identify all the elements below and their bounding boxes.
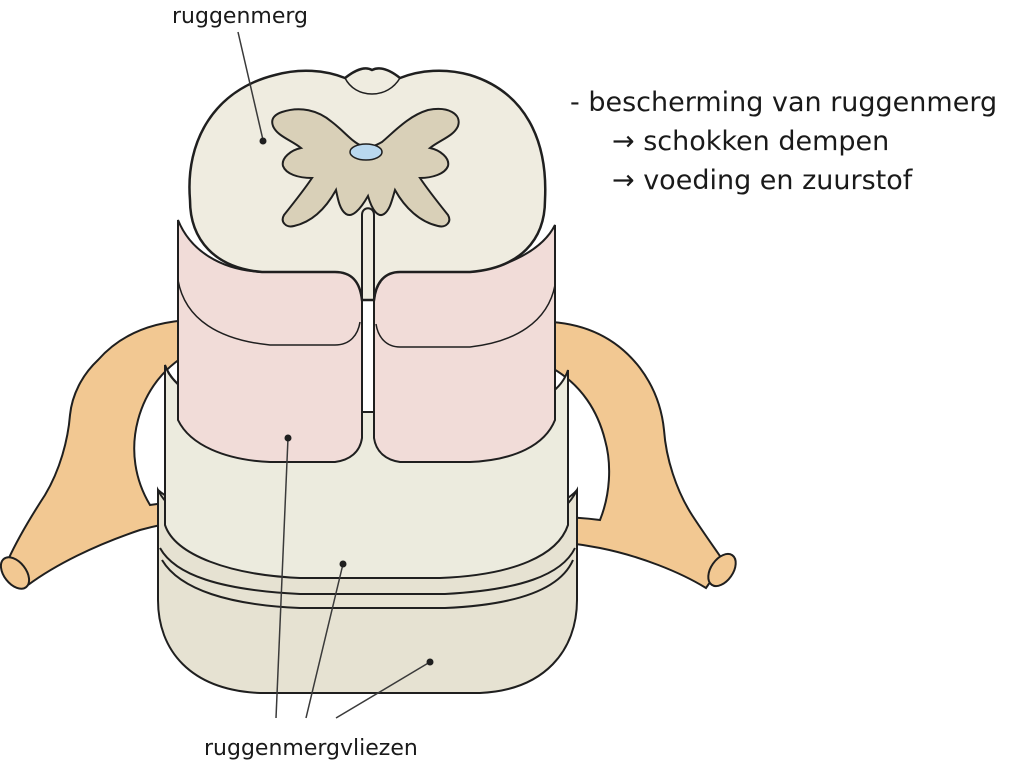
central-canal — [349, 143, 383, 161]
leader-dots — [259, 137, 434, 666]
leader-lines — [237, 31, 431, 719]
note-sub-2: → voeding en zuurstof — [612, 165, 913, 196]
leader-line-pia — [275, 437, 289, 719]
spinal-cord — [188, 67, 547, 302]
note-sub-1: → schokken dempen — [612, 126, 890, 157]
label-ruggenmergvliezen: ruggenmergvliezen — [204, 736, 418, 761]
label-ruggenmerg: ruggenmerg — [172, 4, 308, 29]
dot-ruggenmerg — [259, 137, 267, 145]
leader-line-ruggenmerg — [237, 31, 264, 141]
notes-block: - bescherming van ruggenmerg → schokken … — [570, 83, 997, 200]
dot-dura — [426, 658, 434, 666]
grey-matter — [271, 108, 460, 228]
leader-line-dura — [335, 661, 431, 719]
dot-arachnoid — [339, 560, 347, 568]
leader-line-arachnoid — [305, 563, 344, 719]
dot-pia — [284, 434, 292, 442]
note-main: - bescherming van ruggenmerg — [570, 87, 998, 118]
